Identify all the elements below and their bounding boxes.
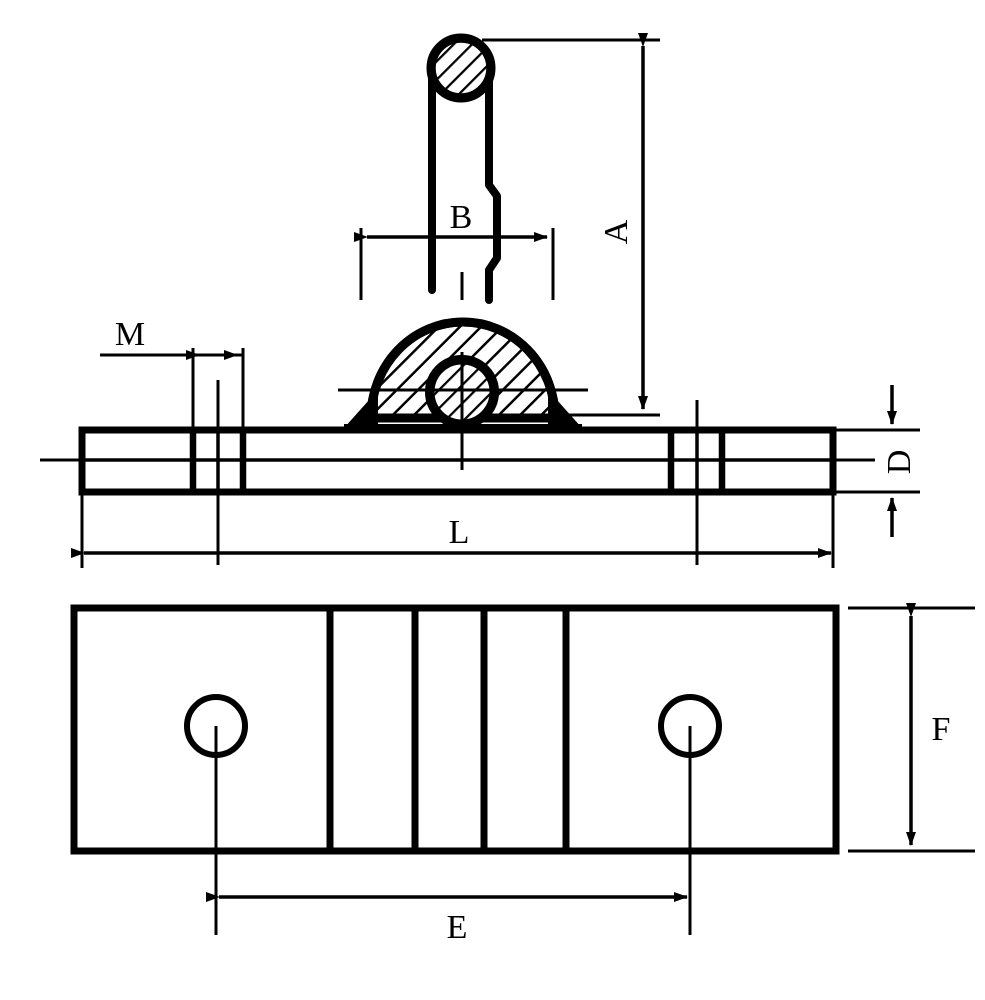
dimension-label-D: D — [881, 450, 918, 475]
mounting-hole-left — [184, 694, 248, 935]
dimension-F: F — [848, 603, 975, 853]
dimension-label-B: B — [450, 199, 473, 236]
dimension-label-M: M — [115, 316, 145, 353]
dimension-label-L: L — [449, 514, 470, 551]
dimension-E: E — [206, 855, 692, 946]
bottom-plan-view: F E — [70, 603, 975, 946]
dimension-label-A: A — [598, 219, 635, 244]
dimension-D: D — [833, 385, 920, 537]
dimension-L: L — [71, 514, 832, 558]
centerlines-elevation — [40, 272, 875, 568]
dimension-M: M — [100, 316, 245, 430]
dimension-label-F: F — [932, 711, 951, 748]
dimension-A: A — [482, 33, 660, 417]
hatched-circular-eye-head — [426, 33, 496, 103]
dimension-label-E: E — [447, 909, 468, 946]
front-elevation-section-view: A B M — [40, 33, 920, 568]
eye-bolt-stem — [428, 66, 501, 304]
plan-divider-lines — [326, 610, 570, 849]
dimension-B: B — [354, 199, 555, 300]
